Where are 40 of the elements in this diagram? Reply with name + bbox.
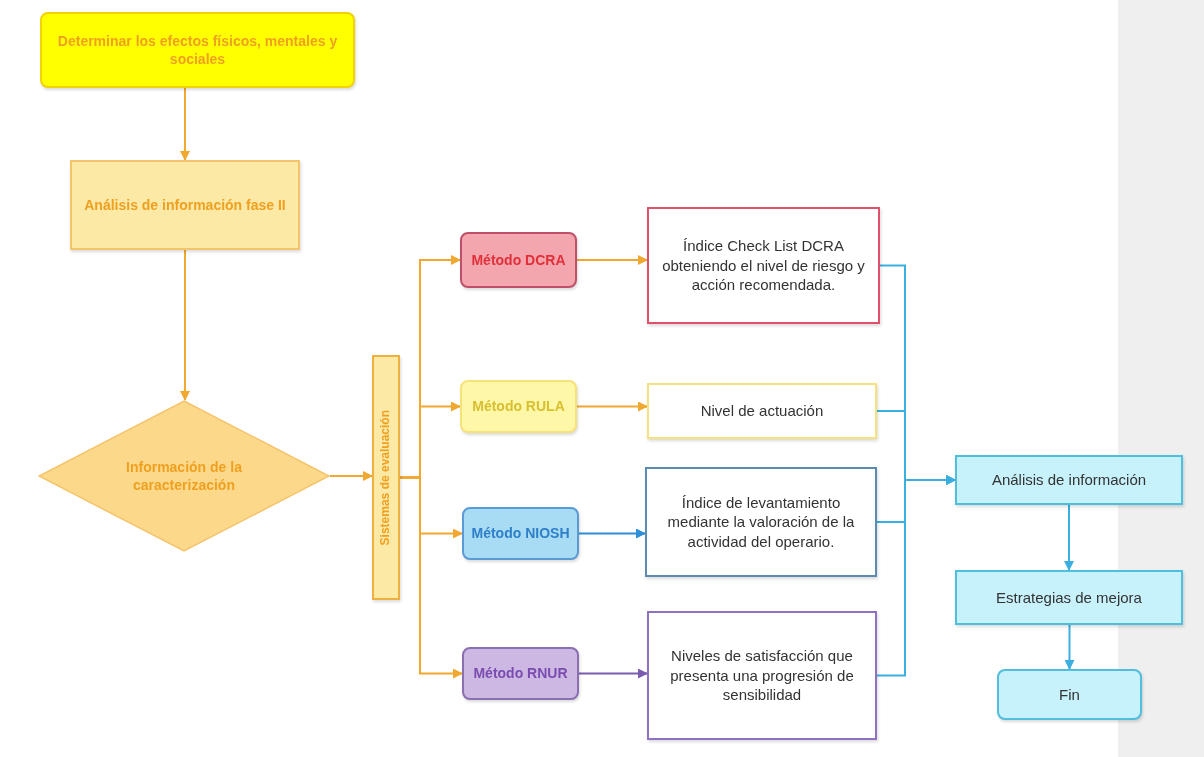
node-label: Sistemas de evaluación: [378, 409, 394, 546]
result-box: [647, 207, 880, 324]
result-box: [647, 383, 877, 439]
process-box: [70, 160, 300, 250]
arrow: [1064, 504, 1074, 571]
node-label: Método RNUR: [473, 664, 568, 683]
node-label: Fin: [1058, 684, 1081, 705]
node-label: Estrategias de mejora: [995, 587, 1143, 608]
process-box: [955, 455, 1183, 505]
arrow: [180, 87, 190, 161]
arrow: [329, 471, 373, 481]
arrow: [1064, 624, 1075, 670]
result-box: [645, 467, 877, 577]
arrow: [576, 255, 648, 265]
node-label: Determinar los efectos físicos, mentales y sociales: [56, 31, 339, 69]
method-box: [460, 232, 577, 288]
node-label: Índice de levantamiento mediante la valoración de la actividad del operario.: [666, 492, 856, 552]
method-box: [462, 507, 579, 560]
node-label: Índice Check List DCRA obteniendo el nivel de riesgo y acción recomendada.: [661, 236, 866, 295]
process-box: [955, 570, 1183, 625]
node-label: Análisis de información fase II: [84, 195, 286, 215]
arrow: [578, 528, 646, 539]
result-box: [647, 611, 877, 740]
node-label: Método DCRA: [471, 250, 566, 270]
arrow: [576, 401, 648, 412]
node-label: Niveles de satisfacción que presenta una progresión de sensibilidad: [669, 646, 855, 705]
node-label: Nivel de actuación: [699, 401, 825, 421]
start-box: [40, 12, 355, 88]
method-box: [462, 647, 579, 700]
node-label: Método NIOSH: [471, 524, 570, 543]
arrow: [180, 249, 190, 401]
arrow: [876, 475, 956, 677]
end-box: [997, 669, 1142, 720]
method-box: [460, 380, 577, 433]
vertical-bar: [372, 355, 400, 600]
arrow: [578, 668, 648, 679]
arrow: [399, 476, 463, 679]
node-label: Método RULA: [472, 397, 565, 416]
node-label: Información de la caracterización: [125, 457, 243, 495]
node-label: Análisis de información: [990, 470, 1148, 490]
